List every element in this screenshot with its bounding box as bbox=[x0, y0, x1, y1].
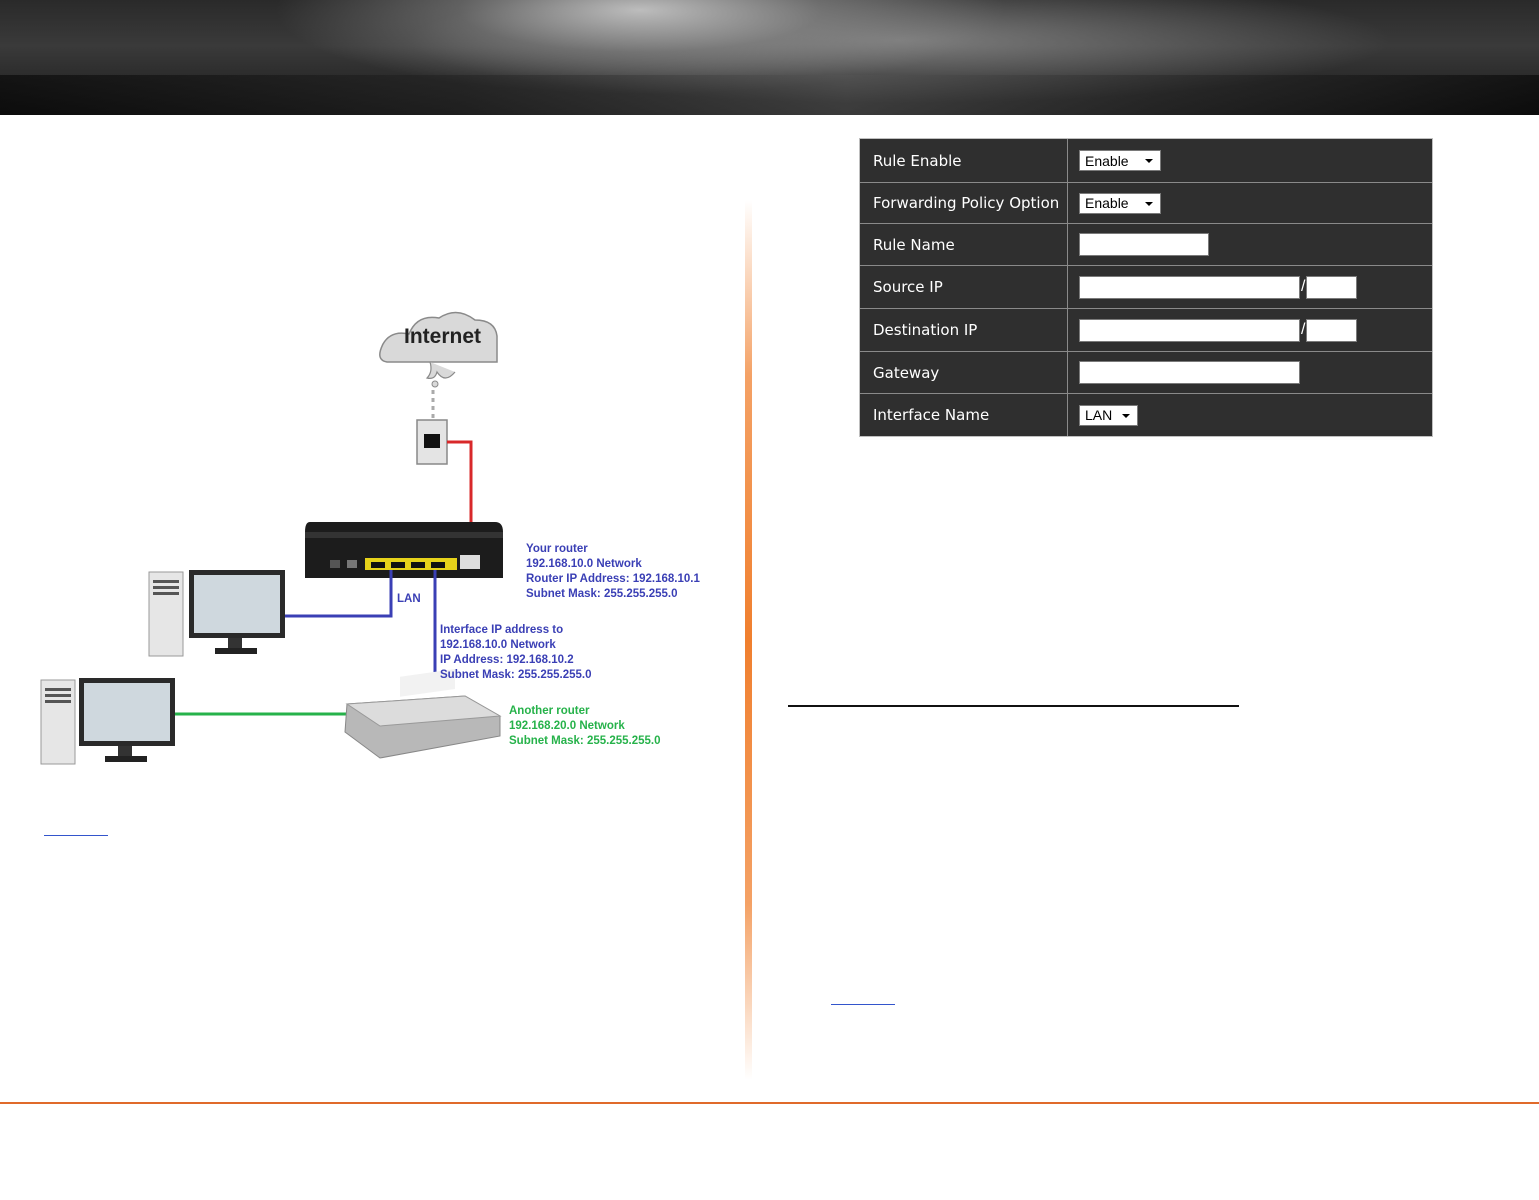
chevron-down-icon bbox=[1145, 159, 1153, 163]
computer-icon bbox=[148, 570, 285, 657]
row-gateway: Gateway bbox=[860, 351, 1432, 393]
chevron-down-icon bbox=[1145, 201, 1153, 206]
row-rule-enable: Rule Enable Enable bbox=[860, 139, 1432, 182]
destination-ip-label: Destination IP bbox=[860, 309, 1068, 351]
header-banner bbox=[0, 0, 1539, 115]
chevron-down-icon bbox=[1122, 413, 1130, 418]
rule-enable-value: Enable bbox=[1085, 152, 1129, 169]
link-underline[interactable] bbox=[831, 1004, 895, 1005]
your-router-annotation: Your router 192.168.10.0 Network Router … bbox=[526, 542, 700, 602]
router-icon bbox=[305, 522, 503, 578]
annotation-line: Subnet Mask: 255.255.255.0 bbox=[440, 669, 592, 681]
mask-separator: / bbox=[1301, 321, 1306, 338]
interface-name-select[interactable]: LAN bbox=[1079, 404, 1138, 426]
network-diagram: Internet LAN Your router 192.168.10.0 Ne… bbox=[35, 300, 715, 780]
annotation-line: Router IP Address: 192.168.10.1 bbox=[526, 573, 700, 585]
interface-name-label: Interface Name bbox=[860, 394, 1068, 436]
rule-name-input[interactable] bbox=[1079, 233, 1209, 256]
cloud-icon bbox=[379, 311, 498, 388]
interface-annotation: Interface IP address to 192.168.10.0 Net… bbox=[440, 623, 592, 683]
annotation-line: 192.168.20.0 Network bbox=[509, 720, 625, 732]
computer-icon bbox=[40, 678, 175, 765]
destination-ip-input[interactable] bbox=[1079, 318, 1300, 342]
source-mask-input[interactable] bbox=[1306, 275, 1358, 299]
routing-rule-form: Rule Enable Enable Forwarding Policy Opt… bbox=[859, 138, 1433, 437]
forwarding-policy-label: Forwarding Policy Option bbox=[860, 183, 1068, 223]
source-ip-label: Source IP bbox=[860, 266, 1068, 308]
annotation-line: Interface IP address to bbox=[440, 624, 564, 636]
link-underline[interactable] bbox=[44, 835, 108, 836]
rule-enable-label: Rule Enable bbox=[860, 139, 1068, 182]
forwarding-policy-value: Enable bbox=[1085, 195, 1129, 211]
lan-label: LAN bbox=[397, 593, 421, 605]
gateway-label: Gateway bbox=[860, 352, 1068, 393]
annotation-line: IP Address: 192.168.10.2 bbox=[440, 654, 574, 666]
row-destination-ip: Destination IP / bbox=[860, 308, 1432, 351]
wall-jack-icon bbox=[416, 419, 448, 465]
router-icon bbox=[344, 668, 502, 759]
destination-mask-input[interactable] bbox=[1306, 318, 1358, 342]
section-rule bbox=[788, 705, 1239, 707]
footer-rule bbox=[0, 1102, 1539, 1104]
rule-name-label: Rule Name bbox=[860, 224, 1068, 265]
rule-enable-select[interactable]: Enable bbox=[1079, 150, 1161, 171]
row-rule-name: Rule Name bbox=[860, 223, 1432, 265]
annotation-line: Your router bbox=[526, 543, 588, 555]
annotation-line: Subnet Mask: 255.255.255.0 bbox=[509, 735, 661, 747]
source-ip-input[interactable] bbox=[1079, 275, 1300, 299]
forwarding-policy-select[interactable]: Enable bbox=[1079, 192, 1161, 214]
column-divider bbox=[745, 200, 752, 1080]
annotation-line: 192.168.10.0 Network bbox=[440, 639, 556, 651]
annotation-line: 192.168.10.0 Network bbox=[526, 558, 642, 570]
interface-name-value: LAN bbox=[1085, 407, 1113, 423]
mask-separator: / bbox=[1301, 278, 1306, 295]
gateway-input[interactable] bbox=[1079, 361, 1300, 384]
cloud-label: Internet bbox=[404, 325, 482, 348]
row-forwarding-policy: Forwarding Policy Option Enable bbox=[860, 182, 1432, 223]
annotation-line: Another router bbox=[509, 705, 590, 717]
network-diagram-graphic bbox=[40, 311, 503, 765]
row-interface-name: Interface Name LAN bbox=[860, 393, 1432, 436]
annotation-line: Subnet Mask: 255.255.255.0 bbox=[526, 588, 678, 600]
row-source-ip: Source IP / bbox=[860, 265, 1432, 308]
another-router-annotation: Another router 192.168.20.0 Network Subn… bbox=[509, 704, 661, 749]
